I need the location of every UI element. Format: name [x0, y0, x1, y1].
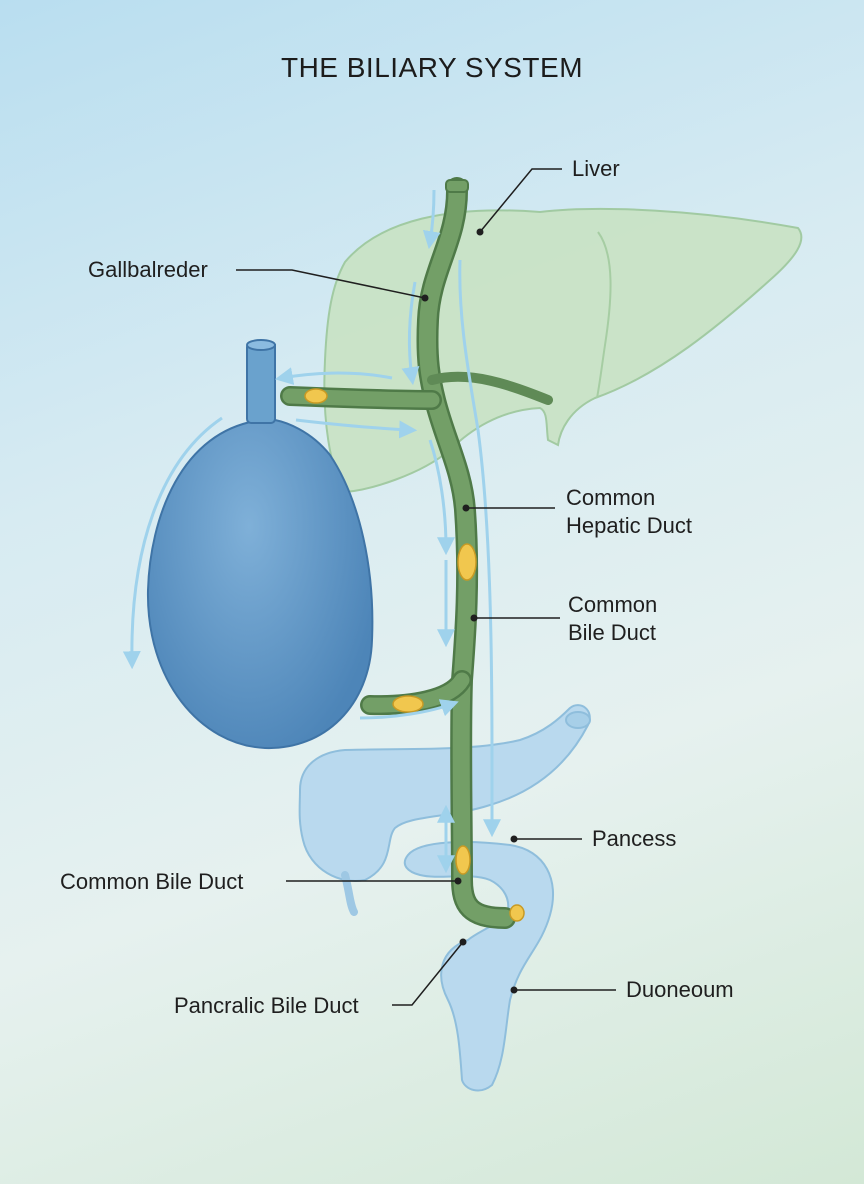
- label-common-bile-duct-left: Common Bile Duct: [60, 869, 244, 894]
- pancreas: [298, 704, 591, 916]
- label-gallbladder: Gallbalreder: [88, 257, 208, 282]
- leader-pancreatic-bile: [392, 941, 464, 1006]
- bile-flow-arrows: [122, 189, 501, 874]
- diagram-title: THE BILIARY SYSTEM: [280, 52, 584, 83]
- stone-neck: [392, 695, 424, 713]
- gallbladder: [146, 339, 374, 750]
- label-common-hepatic-duct-line2: Hepatic Duct: [566, 513, 692, 538]
- stone-ampulla: [509, 904, 525, 922]
- leader-dots: [421, 228, 518, 994]
- leader-gallbladder: [236, 269, 426, 299]
- label-pancreas: Pancess: [592, 826, 677, 851]
- leader-liver: [479, 168, 562, 233]
- label-common-bile-duct-right: Common Bile Duct: [568, 591, 657, 647]
- duodenum: [403, 841, 555, 1092]
- stone-common-hepatic: [457, 543, 477, 581]
- label-common-hepatic-duct-line1: Common: [566, 485, 656, 510]
- stone-cystic: [304, 388, 328, 404]
- label-common-bile-duct-right-line1: Common: [568, 592, 658, 617]
- leader-lines: [236, 168, 616, 1006]
- gallstones: [304, 388, 525, 922]
- label-common-hepatic-duct: Common Hepatic Duct: [566, 484, 692, 540]
- label-pancreatic-bile-duct: Pancralic Bile Duct: [174, 993, 359, 1018]
- liver: [323, 207, 803, 494]
- label-liver: Liver: [572, 156, 620, 181]
- label-common-bile-duct-right-line2: Bile Duct: [568, 620, 657, 645]
- stone-distal: [455, 845, 471, 875]
- label-duodenum: Duoneoum: [626, 977, 734, 1002]
